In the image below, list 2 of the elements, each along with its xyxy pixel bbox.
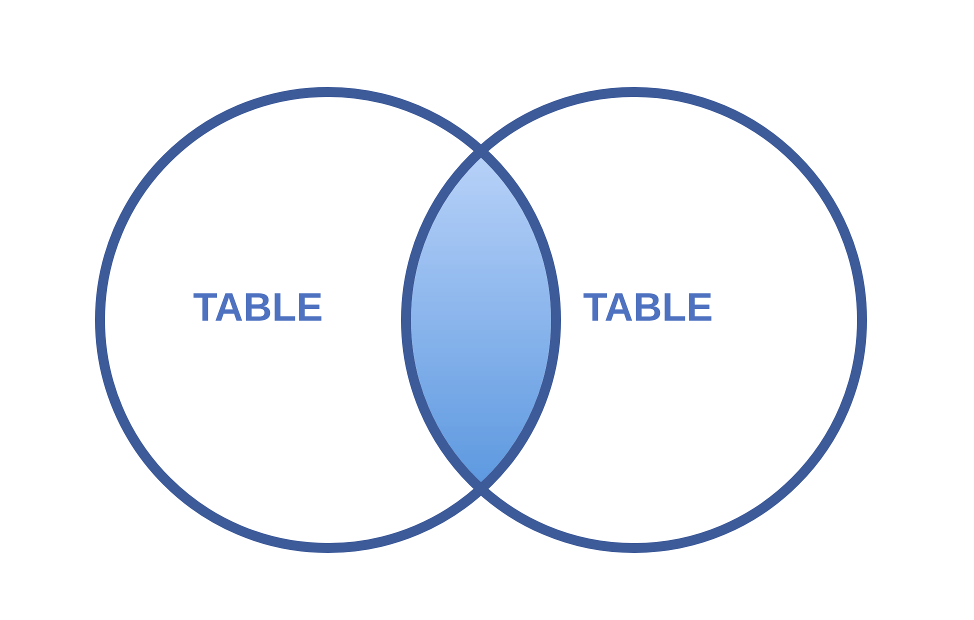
circle-label: TABLE bbox=[584, 293, 712, 321]
circle-label: TABLE bbox=[194, 293, 322, 321]
